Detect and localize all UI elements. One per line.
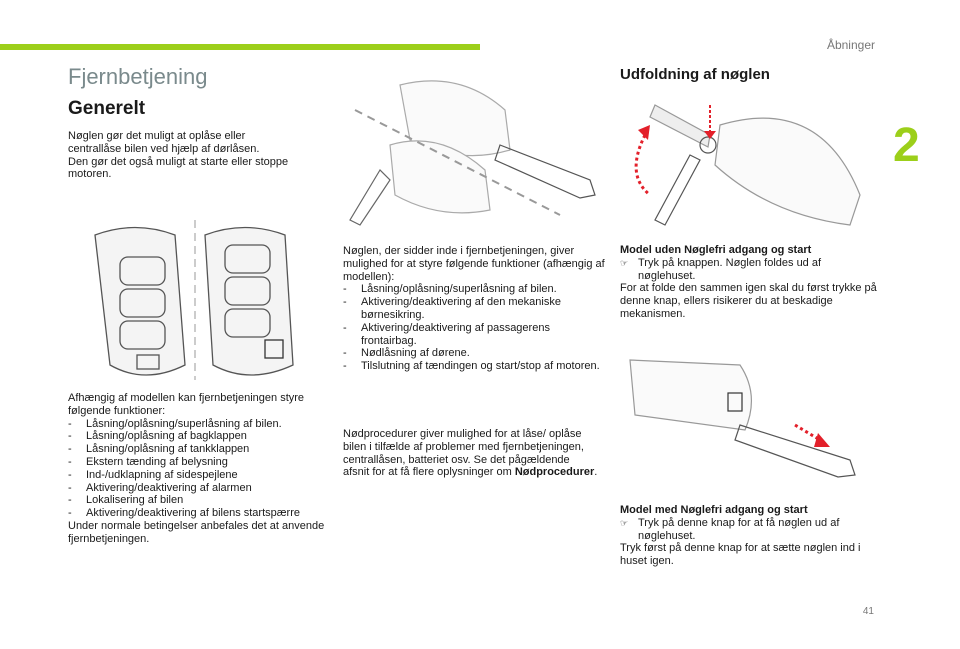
- list-item: Ind-/udklapning af sidespejlene: [68, 469, 333, 482]
- list-item: Låsning/oplåsning af bagklappen: [68, 430, 333, 443]
- key-functions-list: Låsning/oplåsning/superlåsning af bilen.…: [343, 283, 608, 373]
- general-intro: Nøglen gør det muligt at oplåse eller ce…: [68, 130, 328, 181]
- intro-line: Den gør det også muligt at starte eller …: [68, 155, 289, 168]
- list-item: Låsning/oplåsning/superlåsning af bilen.: [343, 283, 608, 296]
- functions-intro: Afhængig af modellen kan fjernbetjeninge…: [68, 392, 305, 417]
- list-item: Ekstern tænding af belysning: [68, 456, 333, 469]
- intro-line: Nøglen gør det muligt at oplåse eller: [68, 130, 246, 142]
- list-item: Aktivering/deaktivering af passagerens f…: [343, 322, 608, 348]
- emergency-note: Nødprocedurer giver mulighed for at låse…: [343, 428, 598, 479]
- chapter-number: 2: [893, 119, 920, 172]
- emergency-procedures-reference: Nødprocedurer: [514, 466, 595, 479]
- list-item: Tilslutning af tændingen og start/stop a…: [343, 360, 608, 373]
- instruction-step: Tryk på knappen. Nøglen foldes ud af nøg…: [620, 257, 880, 283]
- remote-key-illustration: [94, 220, 294, 380]
- model-with-title: Model med Nøglefri adgang og start: [620, 504, 808, 516]
- emergency-end: .: [594, 466, 598, 479]
- page-title: Fjernbetjening: [68, 64, 208, 89]
- model-with-note: Tryk først på denne knap for at sætte nø…: [620, 542, 861, 568]
- section-title: Åbninger: [826, 38, 875, 52]
- general-functions: Afhængig af modellen kan fjernbetjeninge…: [68, 392, 333, 546]
- list-item: Låsning/oplåsning af tankklappen: [68, 443, 333, 456]
- model-without-section: Model uden Nøglefri adgang og start Tryk…: [620, 244, 880, 321]
- functions-list: Låsning/oplåsning/superlåsning af bilen.…: [68, 418, 333, 520]
- intro-line: centrallåse bilen ved hjælp af dørlåsen.: [68, 142, 260, 155]
- accent-bar: [0, 44, 480, 50]
- general-heading: Generelt: [68, 98, 146, 119]
- list-item: Aktivering/deaktivering af den mekaniske…: [343, 296, 608, 322]
- model-with-section: Model med Nøglefri adgang og start Tryk …: [620, 504, 880, 568]
- list-item: Nødlåsning af dørene.: [343, 347, 608, 360]
- keyless-key-illustration: [629, 359, 856, 478]
- key-intro: Nøglen, der sidder inde i fjernbetjening…: [343, 245, 605, 283]
- key-blade-illustration: [349, 80, 596, 226]
- intro-line: motoren.: [68, 168, 112, 181]
- model-without-title: Model uden Nøglefri adgang og start: [620, 244, 812, 256]
- list-item: Låsning/oplåsning/superlåsning af bilen.: [68, 418, 333, 431]
- emergency-text: Nødprocedurer giver mulighed for at låse…: [343, 428, 584, 479]
- list-item: Aktivering/deaktivering af alarmen: [68, 482, 333, 495]
- unfold-heading: Udfoldning af nøglen: [620, 66, 770, 83]
- instruction-step: Tryk på denne knap for at få nøglen ud a…: [620, 517, 880, 543]
- page-number: 41: [862, 606, 874, 617]
- unfold-key-illustration: [634, 104, 861, 226]
- list-item: Aktivering/deaktivering af bilens starts…: [68, 507, 333, 520]
- closing-text: Under normale betingelser anbefales det …: [68, 519, 325, 545]
- key-functions: Nøglen, der sidder inde i fjernbetjening…: [343, 245, 608, 373]
- list-item: Lokalisering af bilen: [68, 494, 333, 507]
- model-without-note: For at folde den sammen igen skal du før…: [620, 282, 877, 320]
